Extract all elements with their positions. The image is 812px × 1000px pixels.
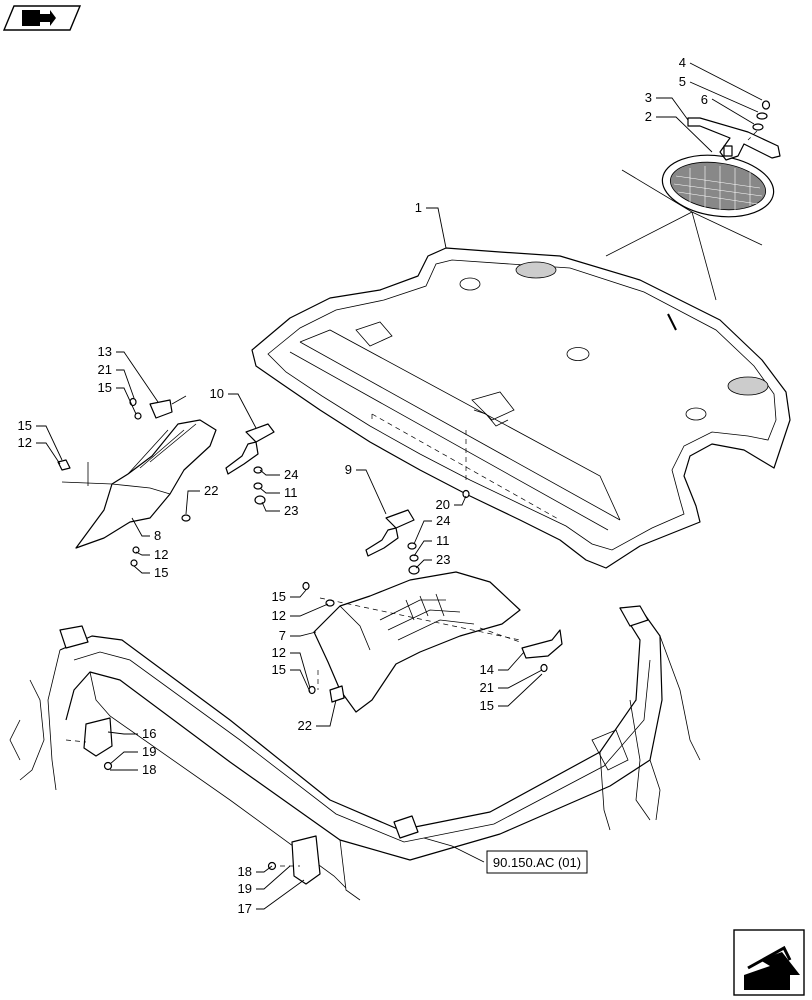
left-duct-part [57,395,217,567]
callout-11: 11 [284,485,298,500]
callout-22: 22 [204,483,218,498]
callout-21: 21 [480,680,494,695]
headliner-part [251,247,791,569]
reference-label: 90.150.AC (01) [493,855,581,870]
callout-13: 13 [98,344,112,359]
callout-17: 17 [238,901,252,916]
book-arrow-icon[interactable] [2,5,82,31]
callout-18: 18 [238,864,252,879]
callout-15: 15 [272,589,286,604]
callout-10: 10 [210,386,224,401]
callout-15: 15 [480,698,494,713]
callout-23: 23 [284,503,298,518]
clip-10-part [225,423,275,505]
callout-2: 2 [645,109,652,124]
callout-22: 22 [298,718,312,733]
callout-24: 24 [284,467,298,482]
callout-5: 5 [679,74,686,89]
callout-6: 6 [701,92,708,107]
callout-3: 3 [645,90,652,105]
callout-7: 7 [279,628,286,643]
callout-15: 15 [272,662,286,677]
callout-24: 24 [436,513,450,528]
callout-12: 12 [154,547,168,562]
callout-12: 12 [272,608,286,623]
center-duct-part [302,571,563,713]
callout-1: 1 [415,200,422,215]
callout-21: 21 [98,362,112,377]
callout-14: 14 [480,662,494,677]
callout-19: 19 [238,881,252,896]
callout-16: 16 [142,726,156,741]
callout-15: 15 [18,418,32,433]
leader-lines [36,62,763,910]
callout-15: 15 [98,380,112,395]
clip-9-part [365,489,470,575]
callout-18: 18 [142,762,156,777]
callout-20: 20 [436,497,450,512]
next-page-arrow-icon[interactable] [733,929,805,996]
bracket-part [687,117,781,161]
callout-4: 4 [679,55,686,70]
cab-frame [9,605,701,901]
callout-12: 12 [18,435,32,450]
callout-12: 12 [272,645,286,660]
callout-15: 15 [154,565,168,580]
callout-11: 11 [436,533,450,548]
oval-grille-part [605,154,775,301]
callout-9: 9 [345,462,352,477]
callout-23: 23 [436,552,450,567]
callout-labels: 4 5 6 3 2 1 13 21 15 15 12 10 24 11 23 2… [18,55,708,916]
callout-8: 8 [154,528,161,543]
bolt-stack [747,100,771,141]
reference-link[interactable]: 90.150.AC (01) [486,850,588,874]
callout-19: 19 [142,744,156,759]
